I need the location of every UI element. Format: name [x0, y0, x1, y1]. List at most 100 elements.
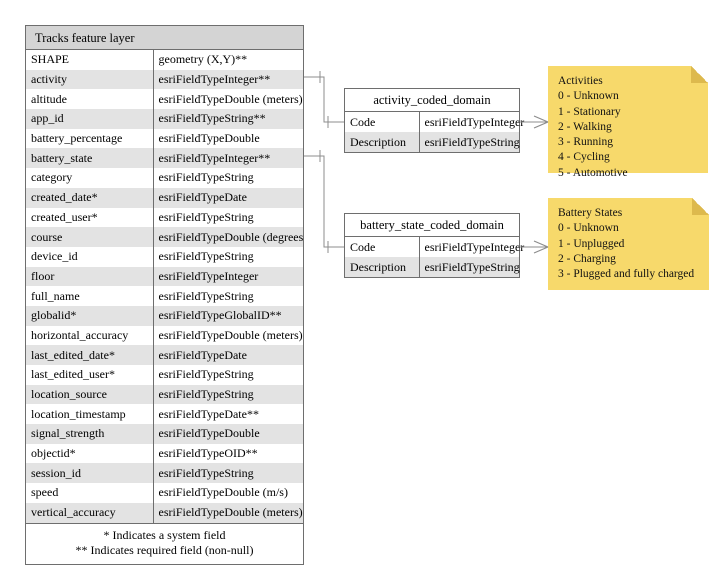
field-name-cell: vertical_accuracy: [26, 502, 154, 523]
field-name-cell: battery_percentage: [26, 128, 154, 149]
field-type-cell: esriFieldTypeGlobalID**: [153, 305, 303, 326]
field-name-cell: device_id: [26, 246, 154, 267]
field-type-cell: esriFieldTypeDate**: [153, 404, 303, 425]
activity-coded-domain-box: activity_coded_domain Code esriFieldType…: [344, 88, 524, 153]
table-row: Code esriFieldTypeInteger: [345, 112, 524, 132]
field-type-cell: esriFieldTypeDate: [153, 345, 303, 365]
battery-state-coded-domain-box: battery_state_coded_domain Code esriFiel…: [344, 213, 525, 278]
table-row: globalid*esriFieldTypeGlobalID**: [26, 305, 303, 326]
field-name-cell: category: [26, 168, 154, 188]
domain-field-name: Description: [345, 132, 420, 152]
field-type-cell: esriFieldTypeString: [153, 463, 303, 484]
field-name-cell: last_edited_user*: [26, 365, 154, 385]
activity-domain-fields: Code esriFieldTypeInteger Description es…: [345, 112, 524, 152]
page-fold-icon: [692, 198, 709, 215]
note-title: Battery States: [558, 207, 623, 219]
field-type-cell: esriFieldTypeString: [153, 286, 303, 306]
field-name-cell: altitude: [26, 89, 154, 110]
domain-field-name: Code: [345, 112, 420, 132]
field-type-cell: esriFieldTypeInteger: [153, 266, 303, 287]
note-title: Activities: [558, 75, 603, 87]
field-name-cell: location_timestamp: [26, 404, 154, 425]
note-item: 1 - Unplugged: [558, 237, 625, 250]
field-name-cell: created_user*: [26, 207, 154, 228]
table-row: last_edited_date*esriFieldTypeDate: [26, 345, 303, 365]
table-row: created_date*esriFieldTypeDate: [26, 187, 303, 208]
field-name-cell: location_source: [26, 384, 154, 405]
note-item: 0 - Unknown: [558, 222, 619, 235]
feature-layer-title: Tracks feature layer: [26, 26, 303, 50]
note-item: 1 - Stationary: [558, 105, 621, 118]
domain-field-name: Description: [345, 257, 420, 277]
note-item: 0 - Unknown: [558, 90, 619, 103]
field-type-cell: esriFieldTypeString: [153, 365, 303, 385]
note-item: 3 - Plugged and fully charged: [558, 268, 695, 281]
field-type-cell: esriFieldTypeDouble (degrees): [153, 227, 303, 247]
field-name-cell: speed: [26, 483, 154, 503]
table-row: Code esriFieldTypeInteger: [345, 237, 525, 257]
domain-field-type: esriFieldTypeInteger: [424, 239, 525, 254]
connector-battery: [304, 155, 344, 248]
field-type-cell: esriFieldTypeString: [153, 207, 303, 228]
field-name-cell: last_edited_date*: [26, 345, 154, 365]
legend-required-field: ** Indicates required field (non-null): [75, 542, 254, 557]
field-type-cell: esriFieldTypeString: [153, 246, 303, 267]
table-row: Description esriFieldTypeString: [345, 257, 520, 277]
field-name-cell: objectid*: [26, 443, 154, 464]
battery-domain-fields: Code esriFieldTypeInteger Description es…: [345, 237, 525, 277]
field-type-cell: esriFieldTypeDouble: [153, 424, 303, 444]
activity-domain-title: activity_coded_domain: [345, 89, 519, 112]
field-type-cell: esriFieldTypeString**: [153, 109, 303, 129]
note-item: 2 - Charging: [558, 252, 616, 265]
page-fold-icon: [691, 66, 708, 83]
table-row: last_edited_user*esriFieldTypeString: [26, 365, 303, 385]
field-name-cell: app_id: [26, 109, 154, 129]
field-name-cell: signal_strength: [26, 424, 154, 444]
arrowhead-activity-note: [533, 115, 549, 129]
field-type-cell: esriFieldTypeDouble (meters): [153, 89, 303, 110]
domain-field-type: esriFieldTypeString: [419, 257, 520, 277]
field-name-cell: session_id: [26, 463, 154, 484]
note-item: 5 - Automotive: [558, 166, 628, 179]
field-name-cell: course: [26, 227, 154, 247]
domain-field-name: Code: [345, 237, 420, 257]
field-name-cell: floor: [26, 266, 154, 287]
table-row: created_user*esriFieldTypeString: [26, 207, 303, 228]
arrowhead-battery-note: [533, 240, 549, 254]
field-type-cell: esriFieldTypeDouble (m/s): [153, 483, 303, 503]
field-type-cell: esriFieldTypeString: [153, 168, 303, 188]
field-type-cell: esriFieldTypeInteger**: [153, 69, 303, 90]
activities-note: Activities 0 - Unknown 1 - Stationary 2 …: [548, 66, 708, 179]
field-type-cell: esriFieldTypeString: [153, 384, 303, 405]
feature-layer-legend: * Indicates a system field ** Indicates …: [26, 522, 303, 564]
field-type-cell: geometry (X,Y)**: [153, 50, 303, 70]
legend-system-field: * Indicates a system field: [103, 527, 226, 542]
battery-domain-title: battery_state_coded_domain: [345, 214, 519, 237]
domain-field-type: esriFieldTypeString: [419, 132, 520, 152]
note-item: 4 - Cycling: [558, 151, 610, 164]
field-type-cell: esriFieldTypeDate: [153, 187, 303, 208]
field-type-cell: esriFieldTypeDouble (meters): [153, 325, 303, 346]
field-type-cell: esriFieldTypeDouble: [153, 128, 303, 149]
field-name-cell: full_name: [26, 286, 154, 306]
field-name-cell: activity: [26, 69, 154, 90]
field-name-cell: battery_state: [26, 148, 154, 169]
field-name-cell: created_date*: [26, 187, 154, 208]
